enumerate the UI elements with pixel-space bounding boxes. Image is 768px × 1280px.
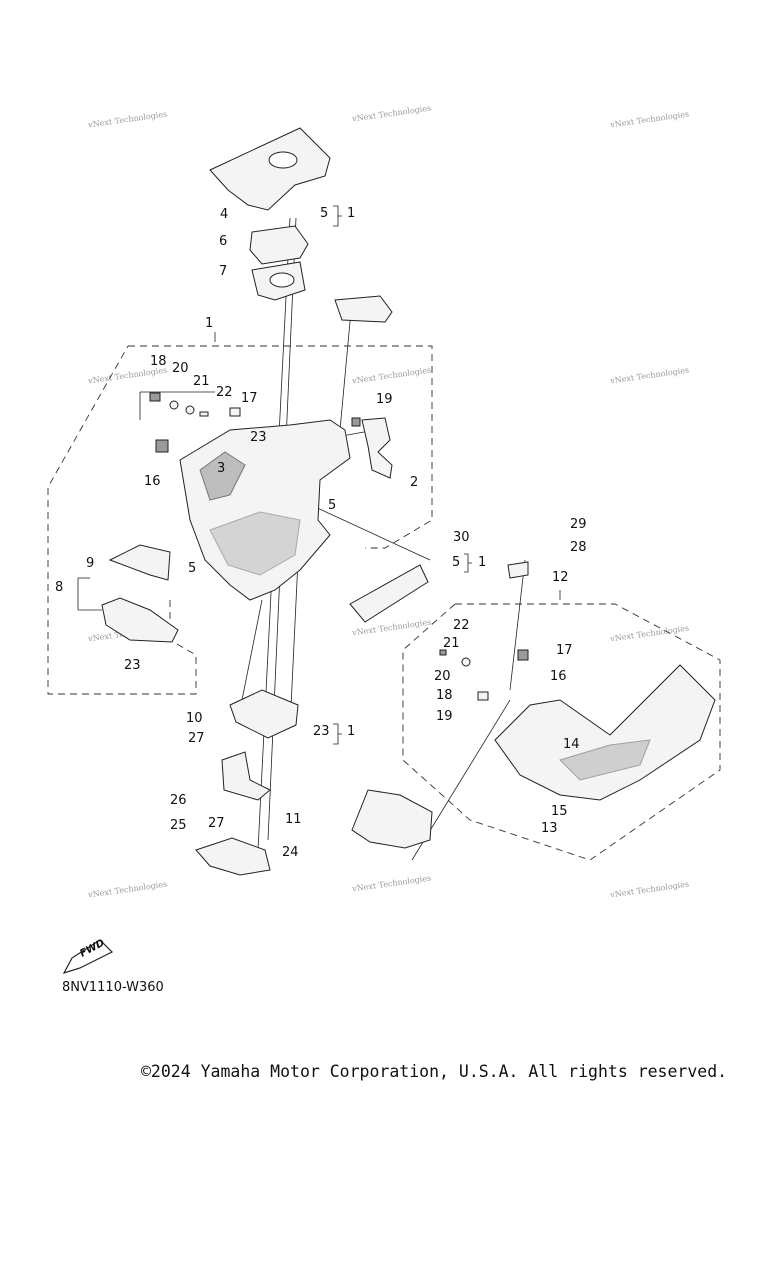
part-3-front-cover <box>179 419 351 601</box>
part-8-holder <box>101 597 179 643</box>
bracket-top-right <box>334 295 393 323</box>
callout-label: 9 <box>86 556 94 571</box>
watermark-text: vNext Technologies <box>351 874 432 894</box>
callout-label: 6 <box>219 234 227 249</box>
part-22-screw-right <box>439 649 447 656</box>
callout-label: 5 <box>188 561 196 576</box>
group-bracket-5-1-top <box>333 205 342 227</box>
callout-label: 30 <box>453 530 470 545</box>
callout-label: 11 <box>285 812 302 827</box>
part-28-mount <box>507 561 529 579</box>
callout-label: 10 <box>186 711 203 726</box>
watermark-text: vNext Technologies <box>351 618 432 638</box>
part-14-inner-shade <box>559 739 651 781</box>
callout-label: 21 <box>193 374 210 389</box>
part-22-screw <box>199 411 209 417</box>
callout-label: 13 <box>541 821 558 836</box>
group-bracket-5-1-mid <box>464 553 472 573</box>
part-17-connector-right <box>517 649 529 661</box>
part-16-socket <box>155 439 169 453</box>
part-9-pad <box>108 544 171 581</box>
watermark-text: vNext Technologies <box>609 110 690 130</box>
callout-label: 15 <box>551 804 568 819</box>
callout-label: 1 <box>478 555 486 570</box>
callout-label: 18 <box>150 354 167 369</box>
part-4-hole <box>268 151 298 169</box>
callout-label: 28 <box>570 540 587 555</box>
callout-label: 19 <box>376 392 393 407</box>
callout-label: 4 <box>220 207 228 222</box>
part-18-bulb <box>149 392 161 402</box>
callout-label: 17 <box>556 643 573 658</box>
part-19-clip-right <box>477 691 489 701</box>
part-7-hole <box>269 272 295 288</box>
part-20-nut <box>169 400 179 410</box>
callout-label: 27 <box>188 731 205 746</box>
watermark-text: vNext Technologies <box>609 366 690 386</box>
callout-label: 2 <box>410 475 418 490</box>
callout-label: 16 <box>550 669 567 684</box>
watermark-text: vNext Technologies <box>609 880 690 900</box>
part-6-gasket <box>249 225 309 265</box>
callout-label: 12 <box>552 570 569 585</box>
callout-label: 23 <box>250 430 267 445</box>
watermark-text: vNext Technologies <box>87 110 168 130</box>
part-lower-left-bracket <box>351 789 433 849</box>
callout-label: 1 <box>347 206 355 221</box>
part-13-lower-cowl <box>494 664 716 801</box>
part-3-inner-shade <box>199 451 246 501</box>
callout-label: 3 <box>217 461 225 476</box>
callout-label: 29 <box>570 517 587 532</box>
part-19-clip-left <box>351 417 361 427</box>
callout-label: 19 <box>436 709 453 724</box>
callout-label: 23 <box>124 658 141 673</box>
watermark-text: vNext Technologies <box>351 366 432 386</box>
callout-label: 1 <box>347 724 355 739</box>
part-21-washer-right <box>461 657 471 667</box>
callout-label: 27 <box>208 816 225 831</box>
callout-label: 24 <box>282 845 299 860</box>
part-26-bracket <box>221 751 271 801</box>
callout-label: 26 <box>170 793 187 808</box>
diagram-code: 8NV1110-W360 <box>62 980 164 995</box>
callout-label: 5 <box>320 206 328 221</box>
callout-label: 14 <box>563 737 580 752</box>
part-21-washer <box>185 405 195 415</box>
callout-label: 17 <box>241 391 258 406</box>
callout-label: 20 <box>172 361 189 376</box>
callout-label: 23 <box>313 724 330 739</box>
part-25-lower-cover <box>195 837 271 876</box>
callout-label: 1 <box>205 316 213 331</box>
callout-label: 22 <box>216 385 233 400</box>
part-10-cover <box>229 689 299 739</box>
callout-label: 22 <box>453 618 470 633</box>
watermark-text: vNext Technologies <box>609 624 690 644</box>
watermark-text: vNext Technologies <box>351 104 432 124</box>
part-2-bracket <box>361 417 393 479</box>
callout-label: 20 <box>434 669 451 684</box>
callout-label: 5 <box>328 498 336 513</box>
callout-label: 18 <box>436 688 453 703</box>
fwd-arrow-icon: FWD <box>62 938 114 975</box>
watermark-text: vNext Technologies <box>87 880 168 900</box>
part-30-plate <box>349 564 429 623</box>
callout-label: 5 <box>452 555 460 570</box>
callout-label: 16 <box>144 474 161 489</box>
callout-label: 21 <box>443 636 460 651</box>
part-17-connector <box>229 407 241 417</box>
callout-label: 7 <box>219 264 227 279</box>
part-3-lower-shade <box>209 511 301 576</box>
group-bracket-23-1 <box>333 723 342 745</box>
callout-label: 25 <box>170 818 187 833</box>
copyright-notice: ©2024 Yamaha Motor Corporation, U.S.A. A… <box>141 1062 728 1081</box>
part-4-panel <box>209 127 331 211</box>
callout-label: 8 <box>55 580 63 595</box>
